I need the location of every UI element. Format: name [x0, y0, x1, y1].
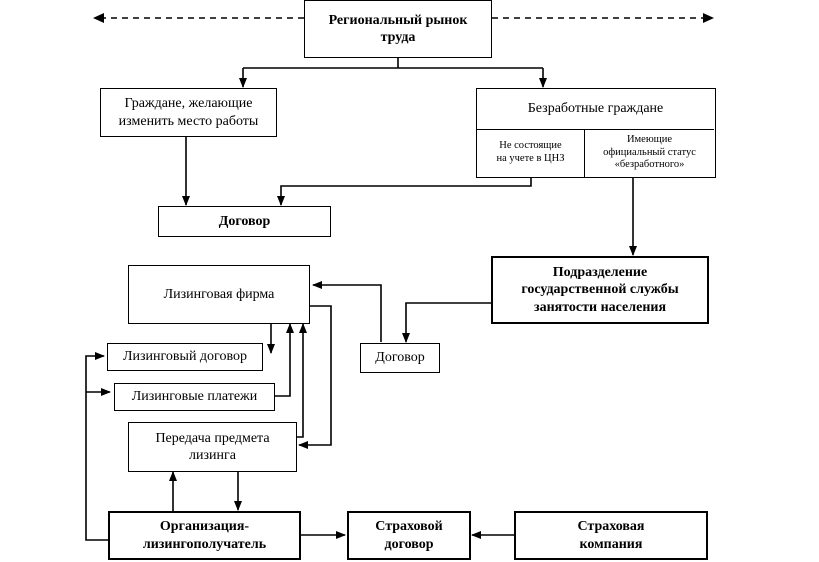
node-citizens-change-job: Граждане, желающие изменить место работы [100, 88, 277, 137]
node-leasing-transfer-label: Передача предмета лизинга [155, 430, 270, 464]
node-insurance-contract: Страховой договор [347, 511, 471, 560]
edge-contract-to-firm [312, 281, 382, 342]
edge-firm-to-transfer [298, 305, 332, 449]
arrowhead-right-icon [703, 13, 714, 23]
edge-service-to-contract [402, 302, 491, 343]
edge-market-to-split [243, 58, 543, 69]
node-leasing-firm-label: Лизинговая фирма [163, 287, 275, 302]
node-insurance-company-label: Страховая компания [577, 519, 645, 552]
divider-horizontal [477, 129, 714, 130]
node-leasing-payments-label: Лизинговые платежи [131, 389, 258, 405]
node-employment-service-label: Подразделение государственной службы зан… [521, 264, 679, 315]
edge-payments-to-firm [275, 323, 294, 397]
edge-transfer-to-firm [297, 323, 307, 438]
node-labor-market-label: Региональный рынок труда [328, 12, 468, 46]
node-contract-top: Договор [158, 206, 331, 237]
node-unemployed-label: Безработные граждане [527, 100, 664, 116]
node-leasing-payments: Лизинговые платежи [114, 383, 275, 411]
node-not-registered: Не состоящие на учете в ЦНЗ [477, 130, 584, 176]
node-contract-top-label: Договор [218, 213, 271, 229]
edge-lessee-left-loop [85, 352, 108, 541]
node-leasing-contract: Лизинговый договор [107, 343, 263, 371]
node-leasing-contract-label: Лизинговый договор [123, 349, 247, 365]
node-insurance-contract-label: Страховой договор [375, 519, 443, 552]
node-unemployed-citizens-title: Безработные граждане [477, 89, 714, 129]
divider-vertical [584, 129, 585, 177]
node-official-status-label: Имеющие официальный статус «безработного… [603, 134, 696, 171]
node-leasing-transfer: Передача предмета лизинга [128, 422, 297, 472]
node-citizens-change-job-label: Граждане, желающие изменить место работы [118, 96, 259, 129]
arrowhead-left-icon [93, 13, 104, 23]
node-leasing-firm: Лизинговая фирма [128, 265, 310, 324]
edge-not-registered-to-contract [277, 177, 532, 206]
node-lessee-organization-label: Организация- лизингополучатель [142, 519, 267, 552]
node-labor-market: Региональный рынок труда [304, 0, 492, 58]
node-not-registered-label: Не состоящие на учете в ЦНЗ [496, 140, 565, 164]
node-insurance-company: Страховая компания [514, 511, 708, 560]
node-contract-mid: Договор [360, 343, 440, 373]
node-official-status: Имеющие официальный статус «безработного… [585, 130, 714, 176]
node-lessee-organization: Организация- лизингополучатель [108, 511, 301, 560]
node-employment-service: Подразделение государственной службы зан… [491, 256, 709, 324]
node-contract-mid-label: Договор [375, 350, 425, 366]
node-unemployed-citizens: Безработные граждане Не состоящие на уче… [476, 88, 716, 178]
